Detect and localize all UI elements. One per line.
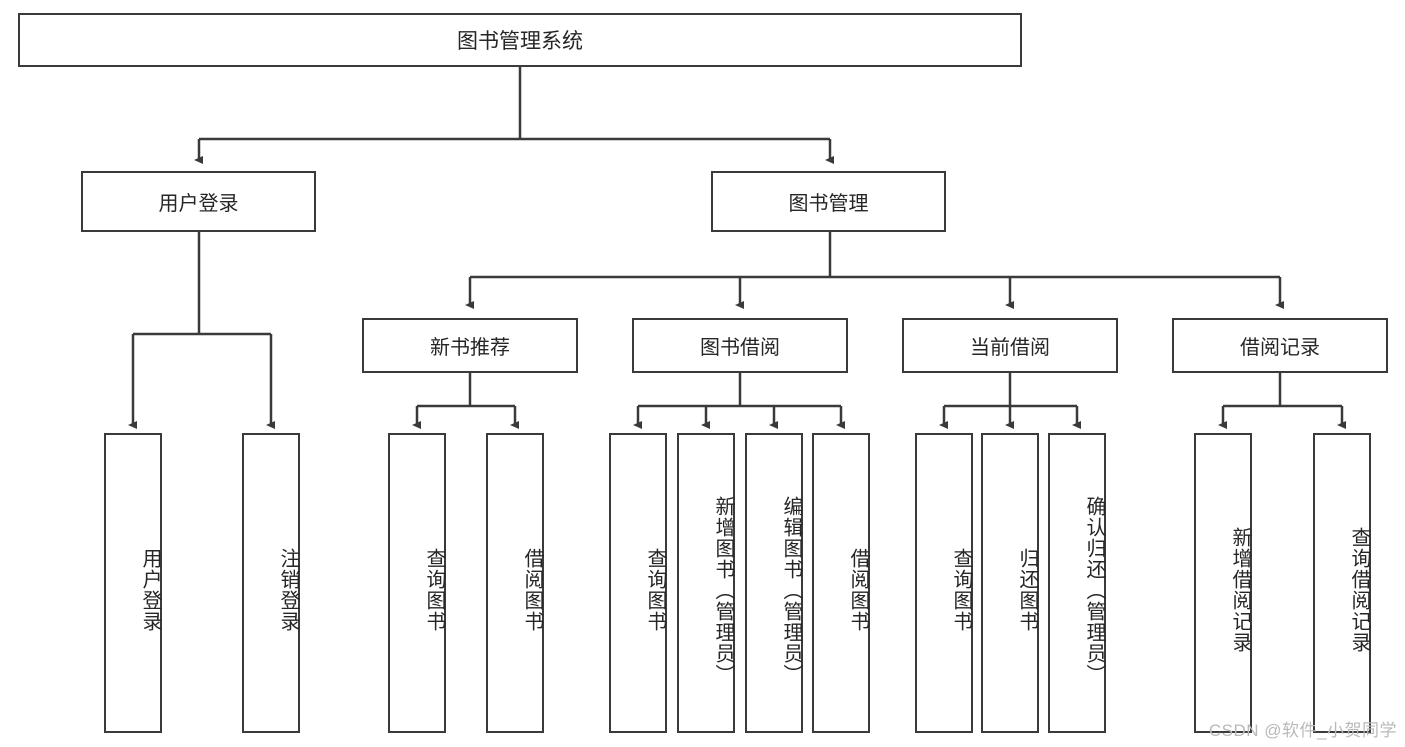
- leaf-label: 查询图书: [950, 548, 972, 632]
- leaf-label: 新增图书（管理员）: [712, 495, 734, 685]
- leaf-borrow-record-2[interactable]: 查询借阅记录: [1313, 433, 1371, 733]
- leaf-borrow-record-1[interactable]: 新增借阅记录: [1194, 433, 1252, 733]
- node-new-book-recommend[interactable]: 新书推荐: [362, 318, 578, 373]
- node-root-label: 图书管理系统: [457, 30, 583, 53]
- leaf-label: 编辑图书（管理员）: [780, 495, 802, 685]
- leaf-book-borrow-3[interactable]: 编辑图书（管理员）: [745, 433, 803, 733]
- node-new-book-recommend-label: 新书推荐: [430, 337, 510, 359]
- node-user-login[interactable]: 用户登录: [81, 171, 316, 232]
- node-borrow-record-label: 借阅记录: [1240, 337, 1320, 359]
- node-root[interactable]: 图书管理系统: [18, 13, 1022, 67]
- leaf-label: 查询借阅记录: [1348, 527, 1370, 653]
- leaf-label: 新增借阅记录: [1229, 527, 1251, 653]
- leaf-label: 用户登录: [139, 548, 161, 632]
- node-book-borrow-label: 图书借阅: [700, 337, 780, 359]
- node-book-manage[interactable]: 图书管理: [711, 171, 946, 232]
- node-current-borrow-label: 当前借阅: [970, 337, 1050, 359]
- leaf-label: 借阅图书: [521, 548, 543, 632]
- leaf-label: 查询图书: [423, 548, 445, 632]
- node-book-manage-label: 图书管理: [788, 193, 869, 215]
- node-book-borrow[interactable]: 图书借阅: [632, 318, 848, 373]
- leaf-book-borrow-4[interactable]: 借阅图书: [812, 433, 870, 733]
- leaf-current-borrow-2[interactable]: 归还图书: [981, 433, 1039, 733]
- leaf-new-book-2[interactable]: 借阅图书: [486, 433, 544, 733]
- leaf-user-login-2[interactable]: 注销登录: [242, 433, 300, 733]
- leaf-book-borrow-2[interactable]: 新增图书（管理员）: [677, 433, 735, 733]
- leaf-label: 查询图书: [644, 548, 666, 632]
- leaf-label: 归还图书: [1016, 548, 1038, 632]
- leaf-book-borrow-1[interactable]: 查询图书: [609, 433, 667, 733]
- leaf-label: 确认归还（管理员）: [1083, 495, 1105, 685]
- node-borrow-record[interactable]: 借阅记录: [1172, 318, 1388, 373]
- leaf-current-borrow-1[interactable]: 查询图书: [915, 433, 973, 733]
- node-current-borrow[interactable]: 当前借阅: [902, 318, 1118, 373]
- leaf-current-borrow-3[interactable]: 确认归还（管理员）: [1048, 433, 1106, 733]
- leaf-label: 借阅图书: [847, 548, 869, 632]
- leaf-label: 注销登录: [277, 548, 299, 632]
- leaf-new-book-1[interactable]: 查询图书: [388, 433, 446, 733]
- node-user-login-label: 用户登录: [158, 193, 239, 215]
- csdn-watermark: CSDN @软件_小贺同学: [1208, 721, 1397, 740]
- leaf-user-login-1[interactable]: 用户登录: [104, 433, 162, 733]
